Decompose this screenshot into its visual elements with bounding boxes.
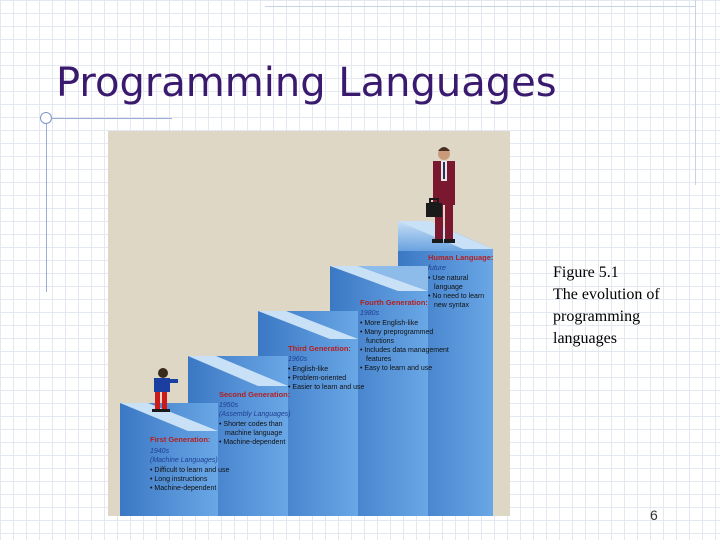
staircase-illustration: First Generation: 1940s (Machine Languag… [120, 147, 493, 516]
caption-line-3: programming [553, 308, 641, 325]
gen1-era: 1940s [150, 448, 170, 455]
caption-line-2: The evolution of [553, 286, 660, 303]
gen1-bullet-2: • Long instructions [150, 476, 208, 483]
gen2-title: Second Generation: [219, 390, 290, 399]
slide-title: Programming Languages [56, 60, 557, 106]
businessman-figure [426, 147, 455, 243]
step-1 [120, 403, 218, 516]
deco-circle [40, 112, 52, 124]
caption-line-4: languages [553, 330, 617, 347]
deco-line-top [265, 6, 695, 7]
page-number: 6 [650, 507, 658, 523]
deco-line-right [695, 0, 696, 185]
gen5-bullet-2b: new syntax [434, 302, 470, 309]
gen4-title: Fourth Generation: [360, 298, 428, 307]
caption-line-1: Figure 5.1 [553, 264, 619, 281]
gen2-bullet-1b: machine language [225, 430, 282, 437]
child-figure [152, 368, 178, 412]
deco-line-left [46, 112, 47, 292]
gen3-bullet-3: • Easier to learn and use [288, 384, 365, 391]
gen5-bullet-1b: language [434, 284, 463, 291]
gen4-bullet-3b: features [366, 356, 392, 363]
gen4-era: 1980s [360, 310, 380, 317]
gen4-bullet-2b: functions [366, 338, 395, 345]
gen1-title: First Generation: [150, 435, 210, 444]
gen3-label-group: Third Generation: 1960s • English-like •… [288, 344, 365, 391]
evolution-figure: First Generation: 1940s (Machine Languag… [108, 131, 510, 516]
gen4-label-group: Fourth Generation: 1980s • More English-… [360, 298, 449, 372]
gen1-bullet-1: • Difficult to learn and use [150, 467, 229, 474]
gen2-sub: (Assembly Languages) [219, 411, 291, 418]
gen5-label-group: Human Language: future • Use natural lan… [428, 253, 493, 309]
figure-caption: Figure 5.1 The evolution of programming … [553, 262, 660, 350]
gen4-bullet-1: • More English-like [360, 320, 418, 327]
gen5-title: Human Language: [428, 253, 493, 262]
gen4-bullet-3: • Includes data management [360, 347, 449, 354]
gen1-label-group: First Generation: 1940s (Machine Languag… [150, 435, 229, 492]
deco-line-under-title [40, 118, 172, 119]
gen3-era: 1960s [288, 356, 308, 363]
gen3-bullet-2: • Problem-oriented [288, 375, 346, 382]
gen2-label-group: Second Generation: 1950s (Assembly Langu… [219, 390, 291, 446]
gen5-bullet-1: • Use natural [428, 275, 469, 282]
gen4-bullet-4: • Easy to learn and use [360, 365, 432, 372]
gen1-bullet-3: • Machine-dependent [150, 485, 216, 492]
gen3-title: Third Generation: [288, 344, 351, 353]
gen5-bullet-2: • No need to learn [428, 293, 484, 300]
gen3-bullet-1: • English-like [288, 366, 328, 373]
gen2-bullet-2: • Machine-dependent [219, 439, 285, 446]
gen2-bullet-1: • Shorter codes than [219, 421, 283, 428]
gen2-era: 1950s [219, 402, 239, 409]
gen1-sub: (Machine Languages) [150, 457, 218, 464]
gen4-bullet-2: • Many preprogrammed [360, 329, 433, 336]
gen5-era: future [428, 265, 446, 272]
